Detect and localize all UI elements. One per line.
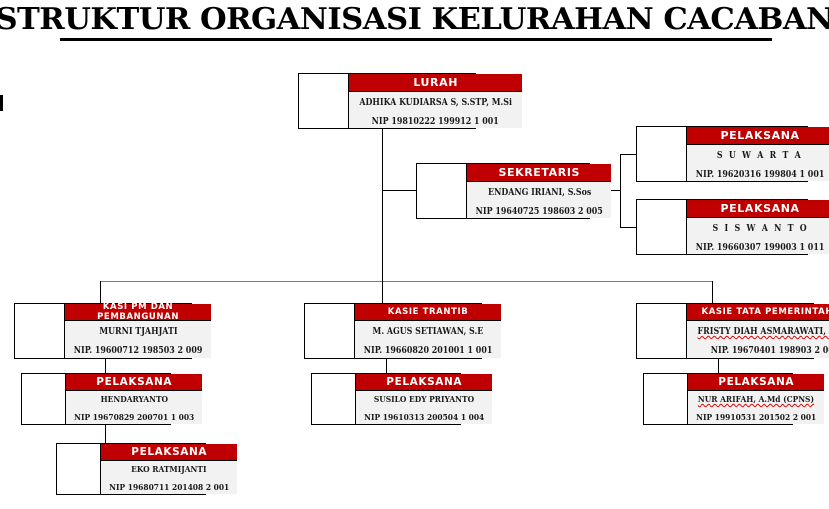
node-kasie-trantib-nip: NIP. 19660820 201001 1 001 xyxy=(363,346,493,356)
node-pelaksana-kasie-tapem[interactable]: PELAKSANA NUR ARIFAH, A.Md (CPNS) NIP 19… xyxy=(643,373,825,425)
node-pelaksana-sekretaris-2-role: PELAKSANA xyxy=(687,200,829,218)
node-pelaksana-sekretaris-2-name: S I S W A N T O xyxy=(712,223,809,234)
connector-kasie-tapem-to-pelaksana xyxy=(718,359,719,373)
node-pelaksana-kasie-tapem-photo-cell xyxy=(644,374,688,424)
node-kasie-tata-pemerintahan[interactable]: KASIE TATA PEMERINTAHAN FRISTY DIAH ASMA… xyxy=(636,303,829,359)
node-pelaksana-sekretaris-2[interactable]: PELAKSANA S I S W A N T O NIP. 19660307 … xyxy=(636,199,829,255)
stray-edge-mark xyxy=(0,95,3,111)
node-kasi-pm-pembangunan[interactable]: KASI PM DAN PEMBANGUNAN MURNI TJAHJATI N… xyxy=(14,302,212,359)
node-pelaksana-kasie-tapem-info: NUR ARIFAH, A.Md (CPNS) NIP 19910531 201… xyxy=(688,391,825,424)
node-kasie-tapem-name: FRISTY DIAH ASMARAWATI, A.Md xyxy=(697,327,829,337)
node-pelaksana-kasi-pm-2-info: EKO RATMIJANTI NIP 19680711 201408 2 001 xyxy=(101,461,238,494)
node-pelaksana-kasie-trantib-photo-cell xyxy=(312,374,356,424)
node-sekretaris-nip: NIP 19640725 198603 2 005 xyxy=(475,206,603,217)
node-kasie-trantib-info: M. AGUS SETIAWAN, S.E NIP. 19660820 2010… xyxy=(355,321,502,358)
connector-branch-to-pelaksana-1 xyxy=(620,154,637,155)
node-pelaksana-kasi-pm-1-role: PELAKSANA xyxy=(66,374,203,391)
page-title: STRUKTUR ORGANISASI KELURAHAN CACABAN xyxy=(0,2,829,37)
node-pelaksana-kasie-trantib-name: SUSILO EDY PRIYANTO xyxy=(374,395,475,405)
node-kasie-trantib-body: KASIE TRANTIB M. AGUS SETIAWAN, S.E NIP.… xyxy=(355,304,502,358)
node-kasie-trantib[interactable]: KASIE TRANTIB M. AGUS SETIAWAN, S.E NIP.… xyxy=(304,303,502,359)
node-sekretaris-info: ENDANG IRIANI, S.Sos NIP 19640725 198603… xyxy=(467,182,612,218)
node-kasie-trantib-name: M. AGUS SETIAWAN, S.E xyxy=(372,327,484,337)
node-pelaksana-sekretaris-1-photo-cell xyxy=(637,127,687,181)
node-pelaksana-kasie-tapem-role: PELAKSANA xyxy=(688,374,825,391)
node-kasi-pm-photo-cell xyxy=(15,304,65,358)
node-sekretaris-name: ENDANG IRIANI, S.Sos xyxy=(487,187,591,198)
connector-bus-drop-left xyxy=(100,281,101,303)
node-kasi-pm-role: KASI PM DAN PEMBANGUNAN xyxy=(65,302,212,322)
node-kasi-pm-nip: NIP. 19600712 198503 2 009 xyxy=(73,346,203,356)
node-pelaksana-sekretaris-2-info: S I S W A N T O NIP. 19660307 199003 1 0… xyxy=(687,218,829,254)
node-kasi-pm-info: MURNI TJAHJATI NIP. 19600712 198503 2 00… xyxy=(65,321,212,358)
node-pelaksana-sekretaris-1-info: S U W A R T A NIP. 19620316 199804 1 001 xyxy=(687,145,829,181)
node-pelaksana-kasie-tapem-name: NUR ARIFAH, A.Md (CPNS) xyxy=(698,395,815,405)
node-pelaksana-kasi-pm-2-role: PELAKSANA xyxy=(101,444,238,461)
node-pelaksana-kasi-pm-1-photo-cell xyxy=(22,374,66,424)
node-sekretaris[interactable]: SEKRETARIS ENDANG IRIANI, S.Sos NIP 1964… xyxy=(416,163,612,219)
node-kasie-trantib-role: KASIE TRANTIB xyxy=(355,304,502,321)
node-lurah-info: ADHIKA KUDIARSA S, S.STP, M.Si NIP 19810… xyxy=(349,92,523,128)
node-lurah-name: ADHIKA KUDIARSA S, S.STP, M.Si xyxy=(359,97,512,108)
node-kasie-trantib-photo-cell xyxy=(305,304,355,358)
node-pelaksana-kasie-tapem-nip: NIP 19910531 201502 2 001 xyxy=(696,413,817,423)
node-pelaksana-kasi-pm-2-nip: NIP 19680711 201408 2 001 xyxy=(109,483,230,493)
node-pelaksana-kasie-trantib-body: PELAKSANA SUSILO EDY PRIYANTO NIP 196103… xyxy=(356,374,493,424)
node-pelaksana-kasie-trantib[interactable]: PELAKSANA SUSILO EDY PRIYANTO NIP 196103… xyxy=(311,373,493,425)
node-lurah-photo-cell xyxy=(299,74,349,128)
node-pelaksana-kasie-tapem-body: PELAKSANA NUR ARIFAH, A.Md (CPNS) NIP 19… xyxy=(688,374,825,424)
node-pelaksana-kasi-pm-2-photo-cell xyxy=(57,444,101,494)
node-pelaksana-sekretaris-1-body: PELAKSANA S U W A R T A NIP. 19620316 19… xyxy=(687,127,829,181)
node-kasi-pm-body: KASI PM DAN PEMBANGUNAN MURNI TJAHJATI N… xyxy=(65,302,212,358)
node-pelaksana-sekretaris-1-role: PELAKSANA xyxy=(687,127,829,145)
node-kasi-pm-name: MURNI TJAHJATI xyxy=(98,327,178,337)
connector-bus-drop-right xyxy=(712,281,713,303)
node-pelaksana-kasi-pm-1-name: HENDARYANTO xyxy=(100,395,168,405)
node-pelaksana-kasi-pm-2[interactable]: PELAKSANA EKO RATMIJANTI NIP 19680711 20… xyxy=(56,443,238,495)
node-pelaksana-kasi-pm-2-body: PELAKSANA EKO RATMIJANTI NIP 19680711 20… xyxy=(101,444,238,494)
node-kasie-tapem-info: FRISTY DIAH ASMARAWATI, A.Md NIP. 196704… xyxy=(687,321,829,358)
node-pelaksana-sekretaris-1-nip: NIP. 19620316 199804 1 001 xyxy=(695,169,825,180)
node-sekretaris-role: SEKRETARIS xyxy=(467,164,612,182)
node-kasie-tapem-body: KASIE TATA PEMERINTAHAN FRISTY DIAH ASMA… xyxy=(687,304,829,358)
title-underline xyxy=(60,38,772,41)
connector-main-bus xyxy=(100,281,712,282)
connector-lurah-vertical xyxy=(382,129,383,282)
connector-bus-drop-middle xyxy=(382,281,383,303)
node-sekretaris-photo-cell xyxy=(417,164,467,218)
node-pelaksana-kasi-pm-2-name: EKO RATMIJANTI xyxy=(131,465,207,475)
connector-lurah-to-sekretaris xyxy=(382,190,416,191)
node-lurah-body: LURAH ADHIKA KUDIARSA S, S.STP, M.Si NIP… xyxy=(349,74,523,128)
node-pelaksana-sekretaris-2-nip: NIP. 19660307 199003 1 011 xyxy=(695,242,825,253)
connector-pelaksana-1-to-pelaksana-2 xyxy=(105,425,106,443)
node-pelaksana-kasi-pm-1-nip: NIP 19670829 200701 1 003 xyxy=(74,413,195,423)
node-pelaksana-kasie-trantib-nip: NIP 19610313 200504 1 004 xyxy=(364,413,485,423)
node-pelaksana-kasi-pm-1-body: PELAKSANA HENDARYANTO NIP 19670829 20070… xyxy=(66,374,203,424)
connector-kasie-trantib-to-pelaksana xyxy=(386,359,387,373)
node-pelaksana-kasi-pm-1[interactable]: PELAKSANA HENDARYANTO NIP 19670829 20070… xyxy=(21,373,203,425)
node-pelaksana-kasi-pm-1-info: HENDARYANTO NIP 19670829 200701 1 003 xyxy=(66,391,203,424)
connector-sekretaris-branch-vertical xyxy=(620,154,621,228)
node-pelaksana-sekretaris-1[interactable]: PELAKSANA S U W A R T A NIP. 19620316 19… xyxy=(636,126,829,182)
node-lurah-role: LURAH xyxy=(349,74,523,92)
node-pelaksana-kasie-trantib-role: PELAKSANA xyxy=(356,374,493,391)
node-kasie-tapem-nip: NIP. 19670401 198903 2 008 xyxy=(710,346,829,356)
node-pelaksana-kasie-trantib-info: SUSILO EDY PRIYANTO NIP 19610313 200504 … xyxy=(356,391,493,424)
node-pelaksana-sekretaris-2-body: PELAKSANA S I S W A N T O NIP. 19660307 … xyxy=(687,200,829,254)
node-lurah-nip: NIP 19810222 199912 1 001 xyxy=(372,116,500,127)
node-pelaksana-sekretaris-1-name: S U W A R T A xyxy=(717,150,803,161)
connector-kasi-pm-to-pelaksana-1 xyxy=(105,359,106,373)
node-kasie-tapem-photo-cell xyxy=(637,304,687,358)
connector-branch-to-pelaksana-2 xyxy=(620,227,637,228)
node-pelaksana-sekretaris-2-photo-cell xyxy=(637,200,687,254)
node-lurah[interactable]: LURAH ADHIKA KUDIARSA S, S.STP, M.Si NIP… xyxy=(298,73,523,129)
node-sekretaris-body: SEKRETARIS ENDANG IRIANI, S.Sos NIP 1964… xyxy=(467,164,612,218)
node-kasie-tapem-role: KASIE TATA PEMERINTAHAN xyxy=(687,304,829,321)
